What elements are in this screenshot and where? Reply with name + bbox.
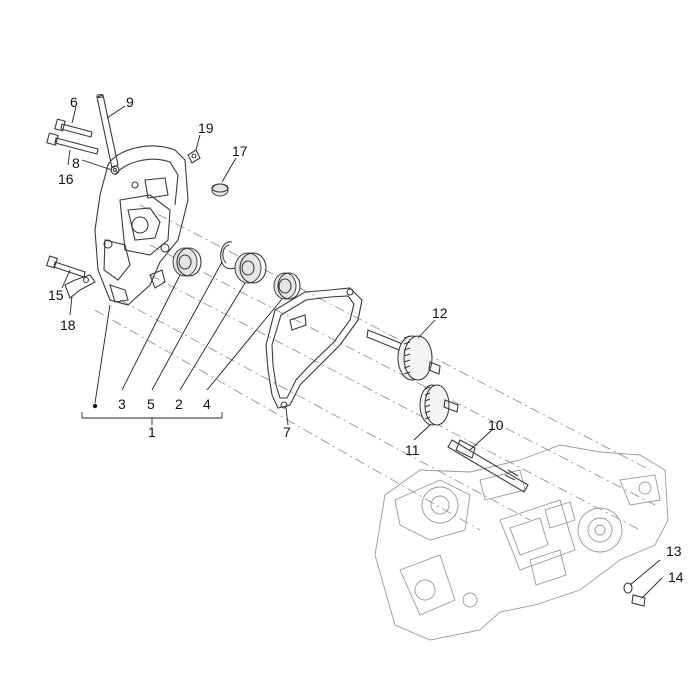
callout-9: 9: [126, 94, 134, 110]
callout-7: 7: [283, 424, 291, 440]
part-12-gear-shaft: [366, 329, 441, 381]
callout-5: 5: [147, 396, 155, 412]
part-9-pin: [96, 93, 119, 169]
callout-12: 12: [432, 305, 448, 321]
part-18-bracket: [64, 274, 96, 299]
callout-labels: 6 9 19 17 16 8 15 18 3 5 2 4 1 7 12 10 1…: [48, 94, 684, 585]
callout-15: 15: [48, 287, 64, 303]
callout-10: 10: [488, 417, 504, 433]
callout-8: 8: [72, 155, 80, 171]
callout-17: 17: [232, 143, 248, 159]
part-13-washer: [623, 582, 633, 594]
part-3-bearing: [172, 247, 202, 277]
callout-19: 19: [198, 120, 214, 136]
part-8-clip: [110, 165, 120, 175]
callout-11: 11: [405, 442, 420, 458]
callout-4: 4: [203, 396, 211, 412]
part-2-bearing: [234, 252, 267, 284]
part-17-plug: [211, 183, 229, 197]
part-14-screw: [631, 594, 646, 607]
callout-16: 16: [58, 171, 74, 187]
transmission-cover: [94, 145, 189, 306]
callout-dot: [92, 403, 98, 409]
callout-13: 13: [666, 543, 682, 559]
part-16-screw: [46, 132, 99, 155]
callout-6: 6: [70, 94, 78, 110]
part-7-gasket: [265, 287, 363, 409]
part-15-screw: [45, 255, 86, 278]
part-10-shaft: [447, 439, 529, 493]
leader-lines: [61, 105, 663, 599]
callout-14: 14: [668, 569, 684, 585]
part-6-screw: [54, 118, 93, 138]
part-11-gear: [419, 384, 459, 426]
crankcase-background: [374, 444, 669, 641]
part-4-seal: [273, 272, 301, 300]
callout-2: 2: [175, 396, 183, 412]
part-19-clamp: [187, 149, 201, 164]
callout-18: 18: [60, 317, 76, 333]
callout-3: 3: [118, 396, 126, 412]
callout-1: 1: [148, 424, 156, 440]
